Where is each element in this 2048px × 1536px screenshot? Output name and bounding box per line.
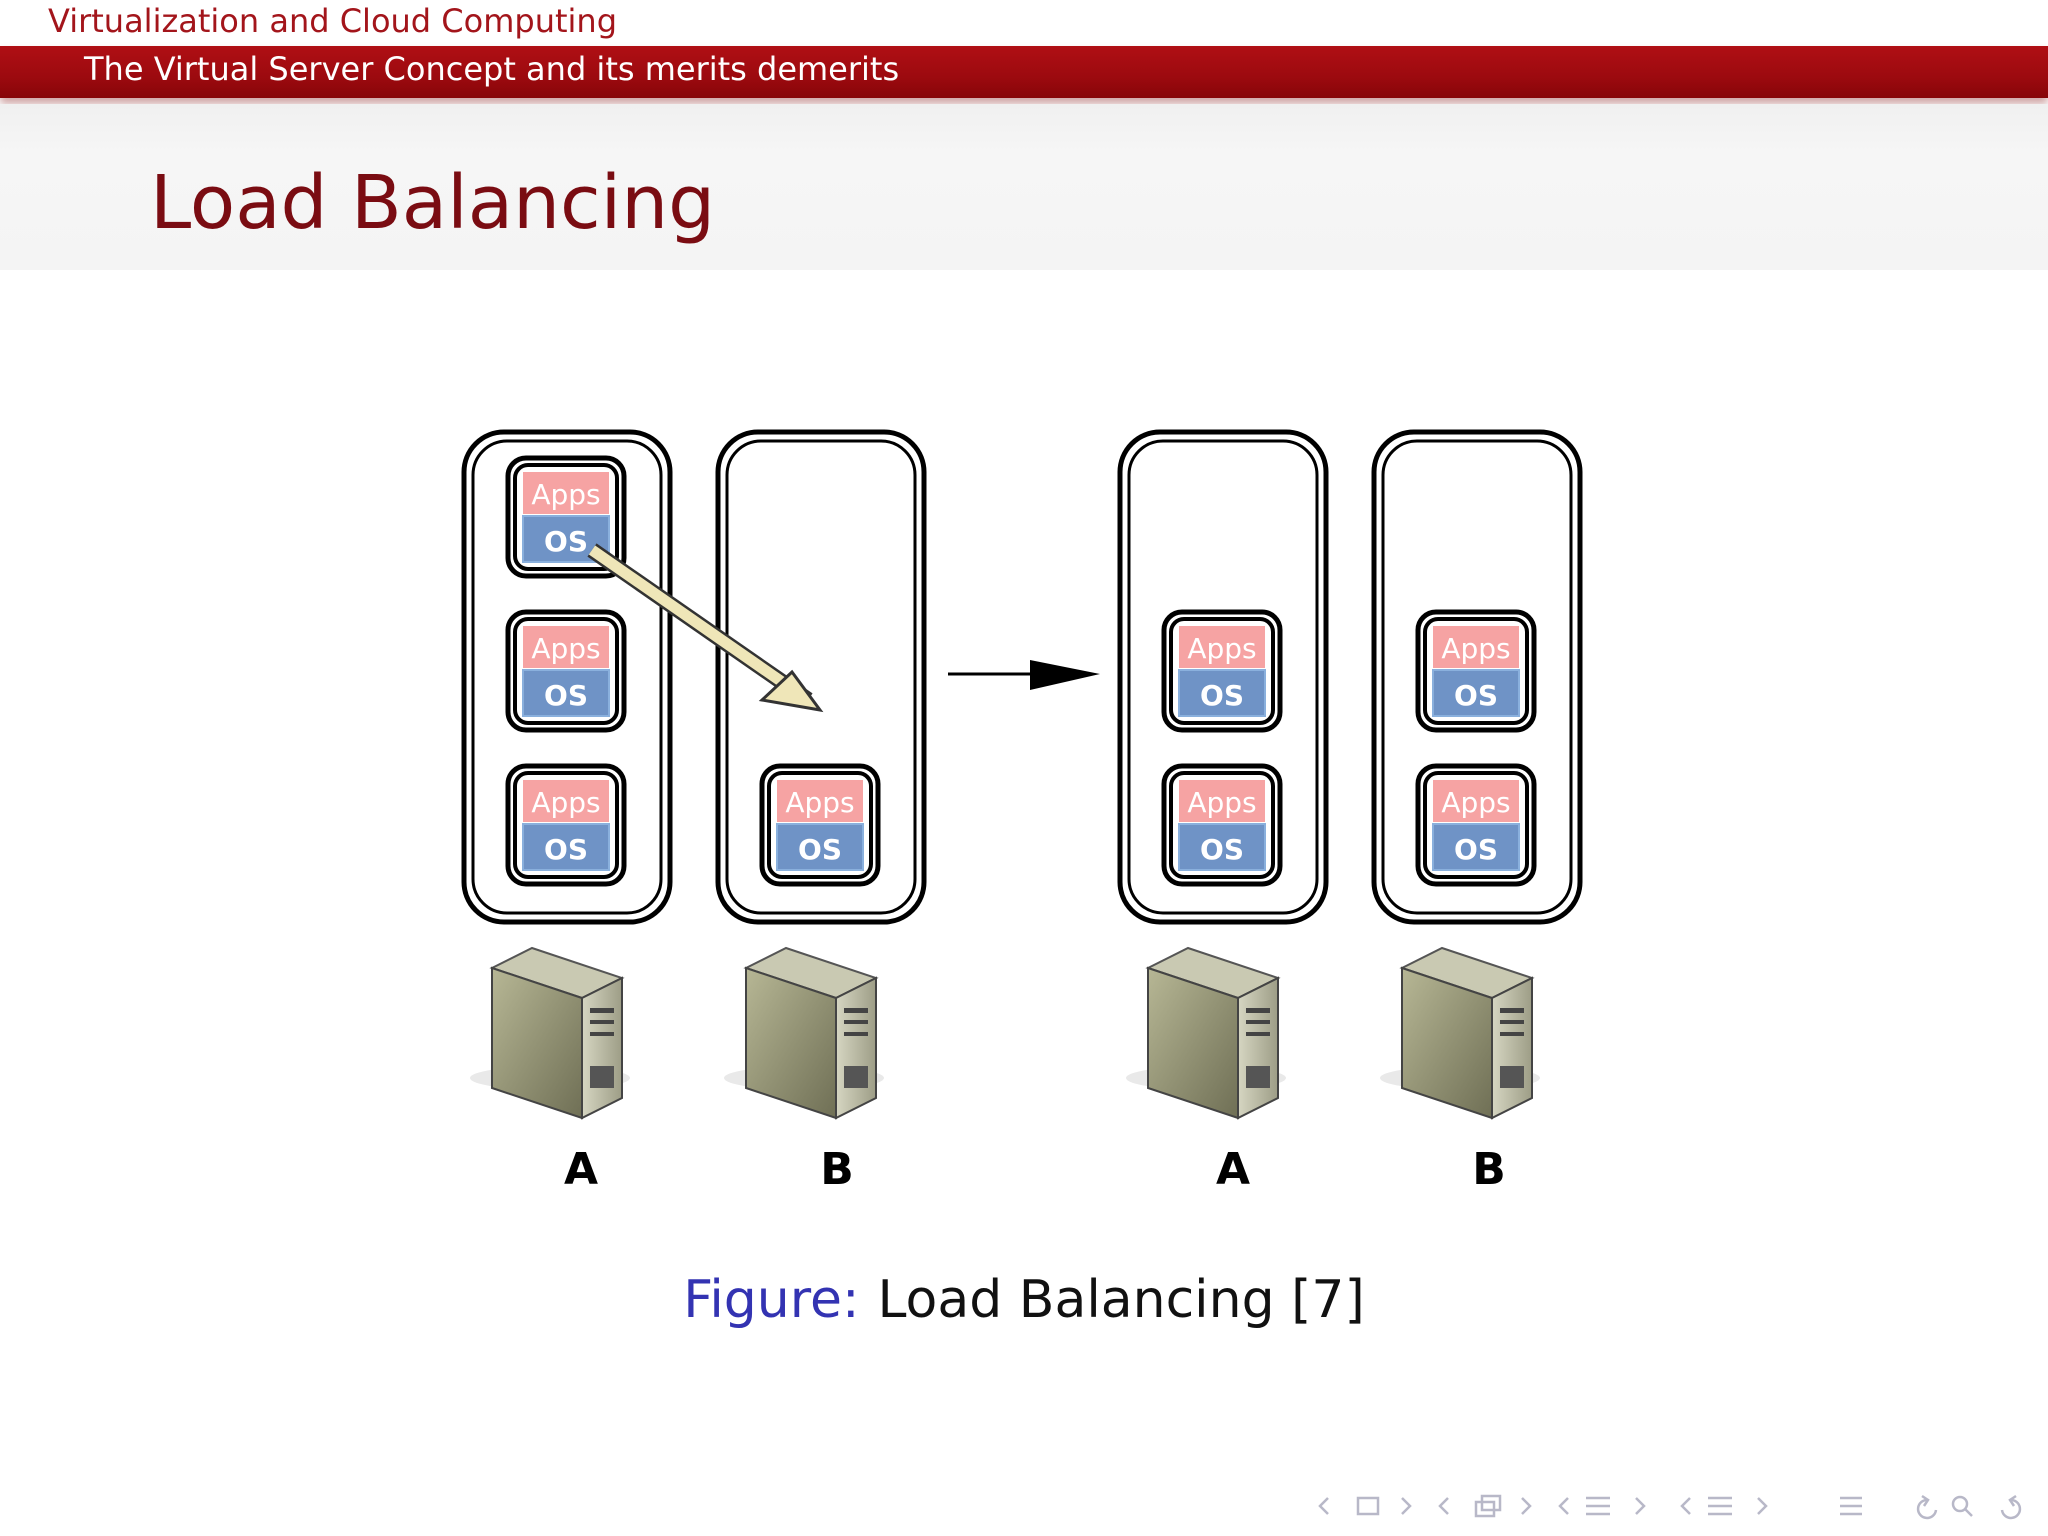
vm-os-label: OS: [544, 833, 588, 866]
figure-caption: Figure: Load Balancing [7]: [0, 1270, 2048, 1330]
vm-before-a-1: Apps OS: [508, 458, 624, 576]
vm-os-label: OS: [544, 525, 588, 558]
server-before-b-icon: [723, 947, 885, 1119]
subsection-icon[interactable]: [1474, 1494, 1502, 1518]
frame-title: Load Balancing: [150, 160, 716, 246]
prev-slide-icon[interactable]: [1318, 1497, 1329, 1515]
prev-subsection-icon[interactable]: [1438, 1497, 1449, 1515]
vm-apps-label: Apps: [531, 632, 600, 665]
vm-os-label: OS: [1454, 679, 1498, 712]
vm-apps-label: Apps: [1187, 632, 1256, 665]
section-title[interactable]: Virtualization and Cloud Computing: [48, 2, 617, 40]
vm-os-label: OS: [1454, 833, 1498, 866]
align-icon[interactable]: [1840, 1496, 1862, 1516]
vm-os-label: OS: [544, 679, 588, 712]
caption-label: Figure:: [683, 1270, 860, 1330]
top-header-bar: Virtualization and Cloud Computing: [0, 0, 2048, 46]
vm-before-a-2: Apps OS: [508, 612, 624, 730]
vm-os-label: OS: [798, 833, 842, 866]
toc-icon[interactable]: [1708, 1496, 1732, 1516]
next-slide-icon[interactable]: [1401, 1497, 1412, 1515]
vm-apps-label: Apps: [785, 786, 854, 819]
vm-os-label: OS: [1200, 833, 1244, 866]
next-section-icon[interactable]: [1635, 1497, 1646, 1515]
vm-os-label: OS: [1200, 679, 1244, 712]
vm-apps-label: Apps: [531, 478, 600, 511]
section-icon[interactable]: [1586, 1496, 1610, 1516]
next-subsection-list-icon[interactable]: [1757, 1497, 1768, 1515]
vm-after-a-1: Apps OS: [1164, 612, 1280, 730]
prev-section-icon[interactable]: [1558, 1497, 1569, 1515]
server-before-a-icon: [469, 947, 631, 1119]
load-balancing-figure: Apps OS Apps OS Apps OS Apps OS Apps OS …: [461, 429, 1583, 1195]
frame-icon[interactable]: [1356, 1496, 1380, 1516]
vm-apps-label: Apps: [531, 786, 600, 819]
subsection-title[interactable]: The Virtual Server Concept and its merit…: [84, 50, 900, 88]
redo-icon[interactable]: [2000, 1494, 2022, 1520]
vm-after-b-1: Apps OS: [1418, 612, 1534, 730]
host-label-before-a: A: [564, 1144, 598, 1195]
host-label-after-a: A: [1216, 1144, 1250, 1195]
transition-arrow: [948, 660, 1100, 690]
prev-subsection-list-icon[interactable]: [1680, 1497, 1691, 1515]
host-label-after-b: B: [1472, 1144, 1506, 1195]
vm-after-a-2: Apps OS: [1164, 766, 1280, 884]
search-icon[interactable]: [1951, 1495, 1973, 1517]
next-subsection-icon[interactable]: [1521, 1497, 1532, 1515]
subsection-bar: The Virtual Server Concept and its merit…: [0, 46, 2048, 98]
vm-apps-label: Apps: [1441, 632, 1510, 665]
caption-text: Load Balancing [7]: [877, 1270, 1365, 1330]
server-after-b-icon: [1379, 947, 1541, 1119]
server-after-a-icon: [1125, 947, 1287, 1119]
vm-before-b-1: Apps OS: [762, 766, 878, 884]
migration-arrow: [587, 543, 824, 713]
vm-after-b-2: Apps OS: [1418, 766, 1534, 884]
vm-apps-label: Apps: [1187, 786, 1256, 819]
vm-apps-label: Apps: [1441, 786, 1510, 819]
beamer-navigation-bar: [1318, 1494, 2022, 1520]
vm-before-a-3: Apps OS: [508, 766, 624, 884]
host-label-before-b: B: [820, 1144, 854, 1195]
undo-icon[interactable]: [1916, 1494, 1938, 1520]
frame-title-bar: Load Balancing: [0, 104, 2048, 270]
